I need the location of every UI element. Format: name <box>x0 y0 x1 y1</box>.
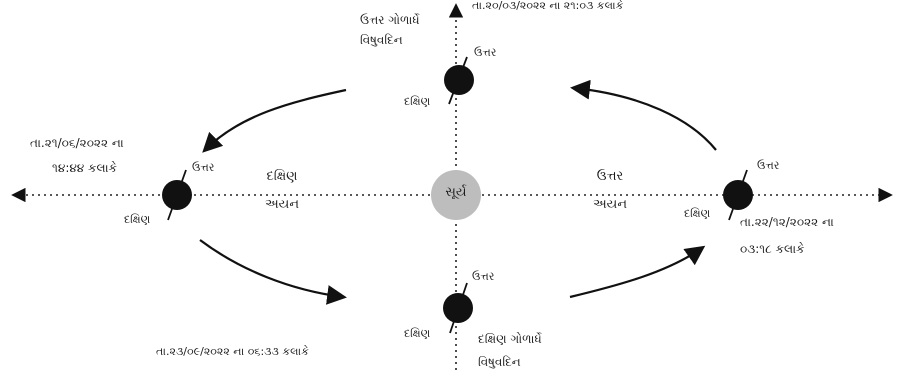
bottom-south-label: દક્ષિણ <box>404 327 431 340</box>
sun-label: સૂર્ય <box>445 185 467 200</box>
left-date-line2: ૧૪:૪૪ કલાકે <box>52 161 118 175</box>
top-date: તા.૨૦/૦૩/૨૦૨૨ ના ૨૧:૦૩ કલાકે <box>472 0 624 12</box>
top-north-label: ઉત્તર <box>474 46 497 59</box>
bottom-event-line2: વિષુવદિન <box>478 355 521 369</box>
left-path-label-line1: દક્ષિણ <box>266 169 298 184</box>
earth-bottom <box>443 282 473 334</box>
top-event-line1: ઉત્તર ગોળાર્ધે <box>360 13 420 27</box>
arc-bottom-left-arrow <box>199 239 347 305</box>
left-path-label-line2: અયન <box>264 197 300 212</box>
right-north-label: ઉત્તર <box>757 159 780 172</box>
bottom-event-line1: દક્ષિણ ગોળાર્ધે <box>478 332 542 346</box>
bottom-north-label: ઉત્તર <box>472 270 495 283</box>
bottom-date: તા.૨૩/૦૯/૨૦૨૨ ના ૦૬:૩૩ કલાકે <box>156 345 309 358</box>
right-path-label-line2: અયન <box>592 197 628 212</box>
right-date-line1: તા.૨૨/૧૨/૨૦૨૨ ના <box>740 215 834 229</box>
earth-top <box>444 56 474 105</box>
top-south-label: દક્ષિણ <box>404 95 431 108</box>
top-event-line2: વિષુવદિન <box>360 33 403 47</box>
right-path-label-line1: ઉત્તર <box>596 169 624 184</box>
left-south-label: દક્ષિણ <box>124 213 151 226</box>
arc-top-right-arrow <box>570 79 717 151</box>
right-south-label: દક્ષિણ <box>684 207 711 220</box>
arc-top-left-arrow <box>202 88 347 153</box>
right-date-line2: ૦૩:૧૮ કલાકે <box>740 242 805 256</box>
earth-right <box>723 169 753 221</box>
left-date-line1: તા.૨૧/૦૬/૨૦૨૨ ના <box>30 136 124 150</box>
sun <box>431 170 481 220</box>
earth-left <box>162 169 192 221</box>
left-north-label: ઉત્તર <box>192 161 215 174</box>
arc-bottom-right-arrow <box>569 245 706 299</box>
